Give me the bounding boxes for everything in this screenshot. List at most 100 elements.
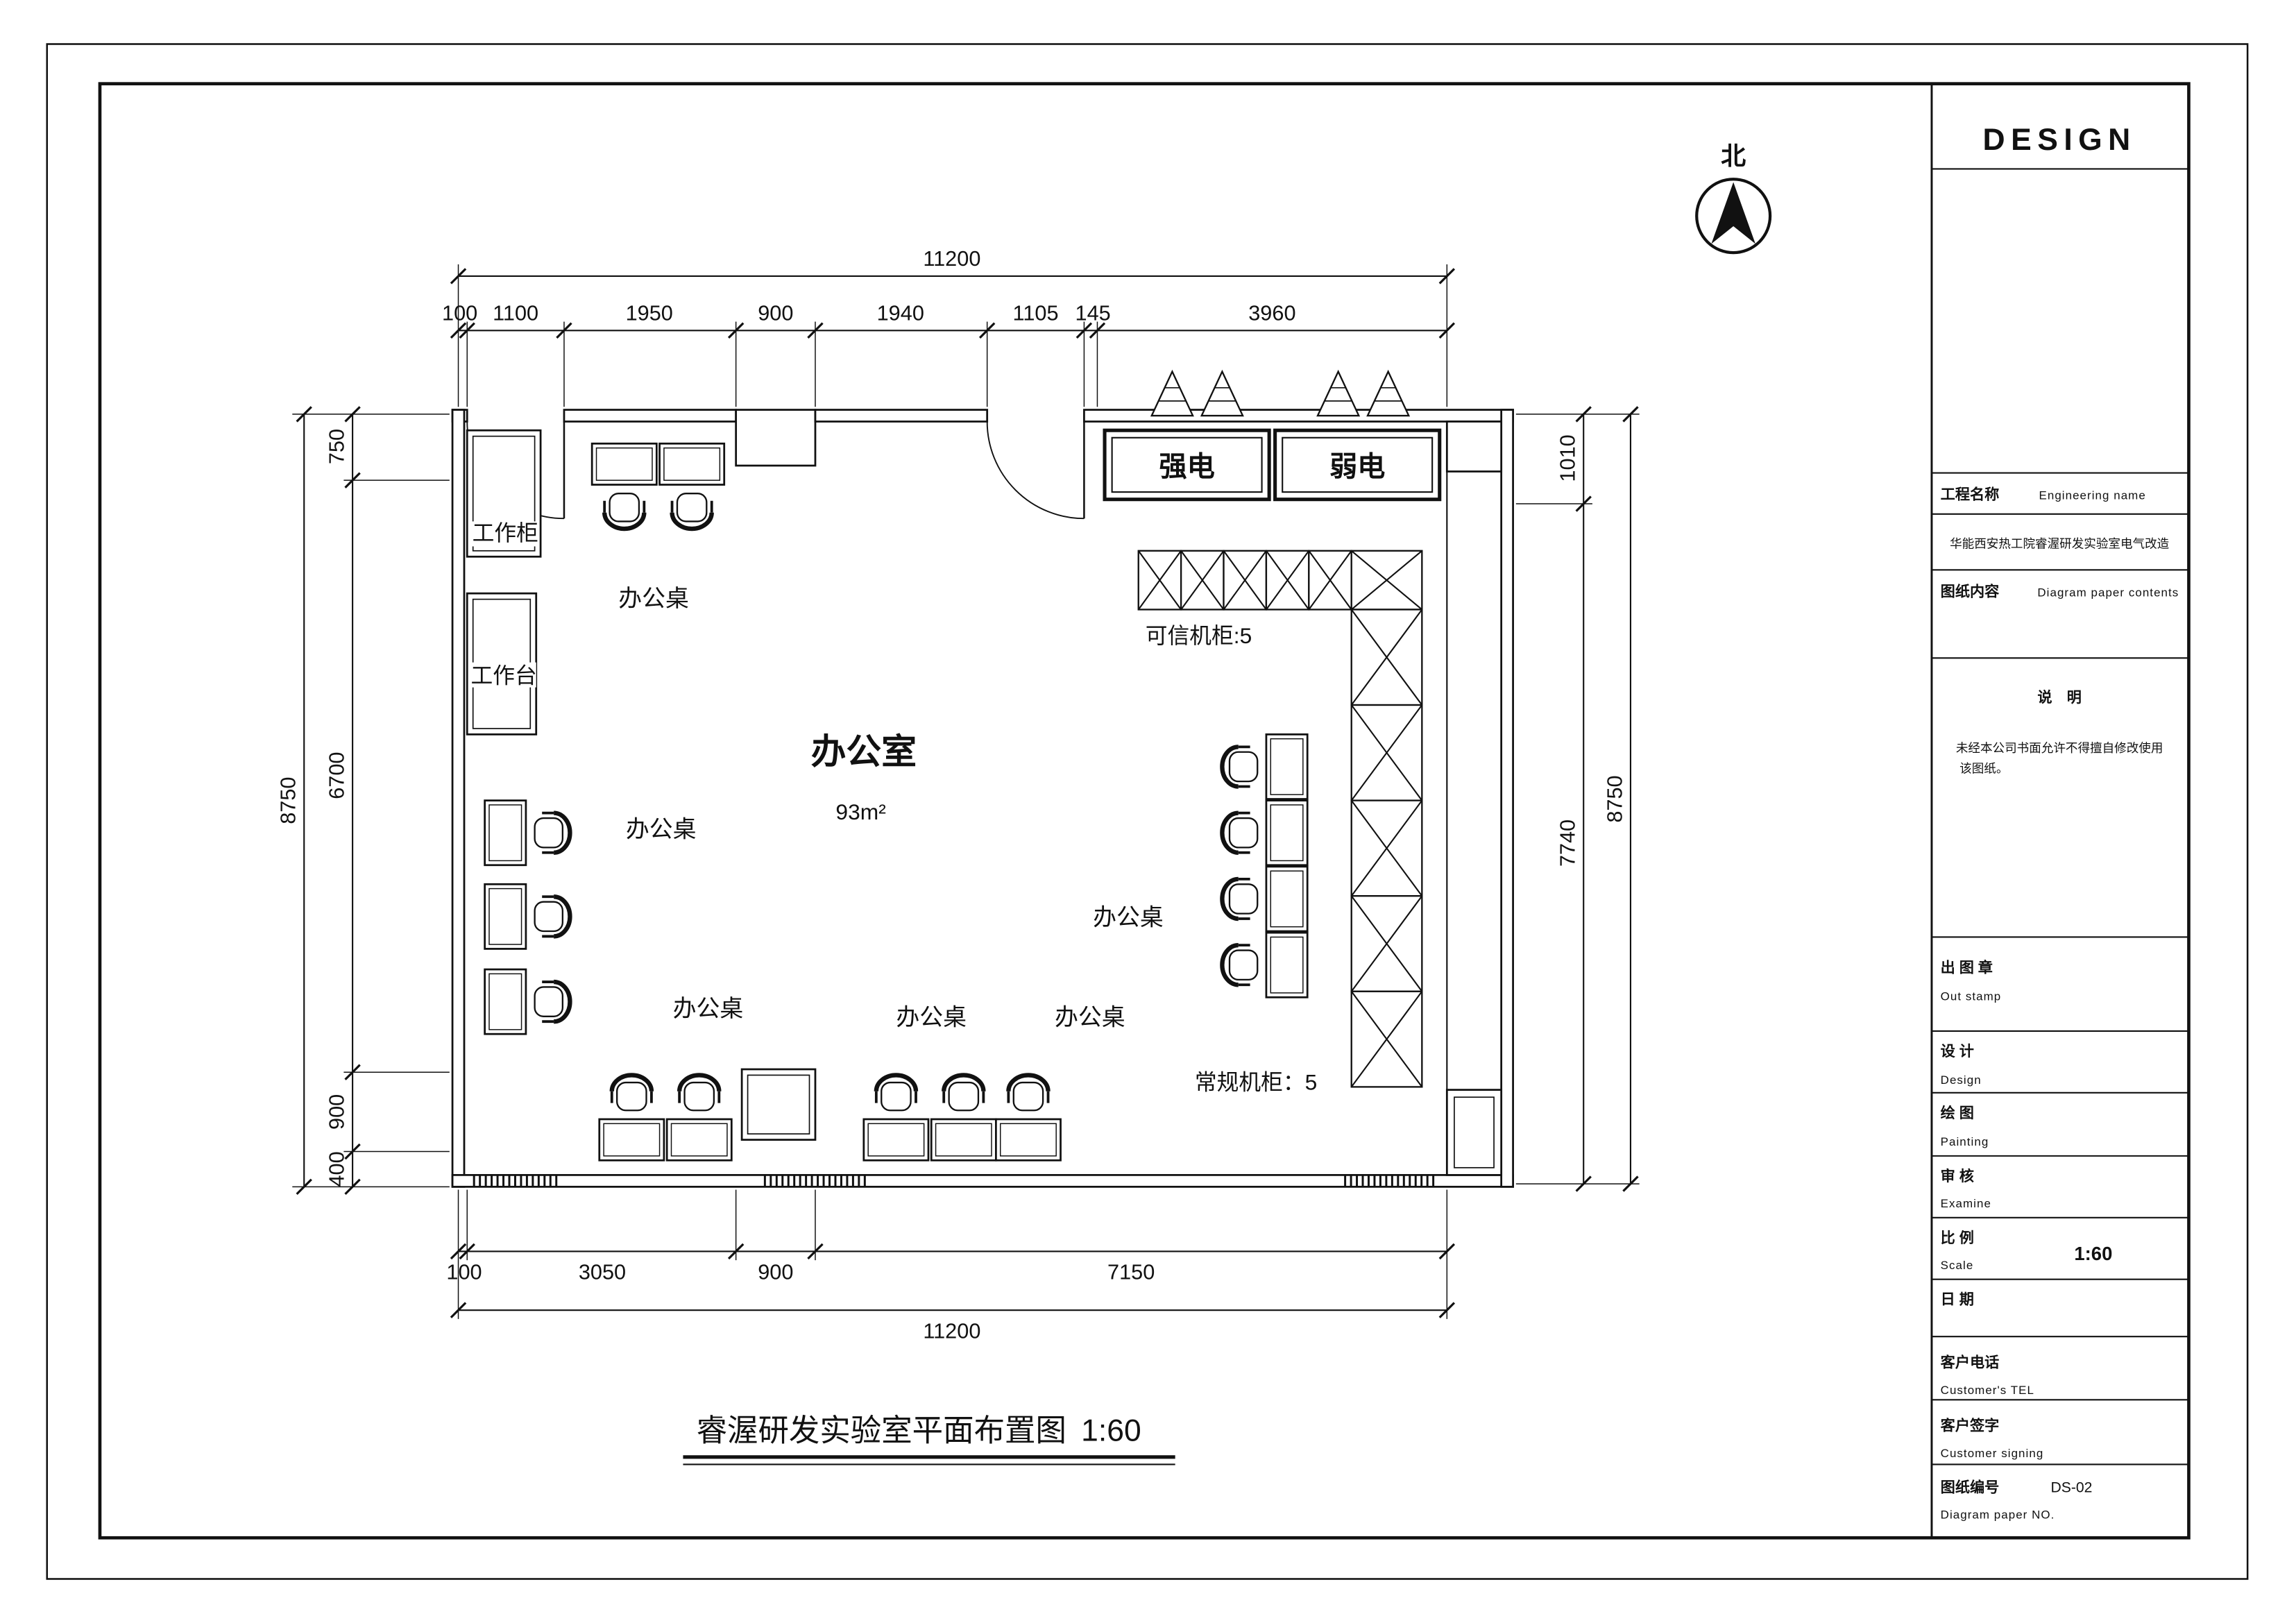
dimension-right: 1010 7740 8750 bbox=[1515, 405, 1640, 1193]
desk-chair bbox=[592, 443, 656, 529]
dim-top-seg: 1950 bbox=[626, 300, 673, 325]
dim-left-seg: 750 bbox=[324, 429, 348, 464]
desk-chair bbox=[996, 1075, 1060, 1160]
desk-label: 办公桌 bbox=[896, 1004, 967, 1030]
desk-chair bbox=[660, 443, 724, 529]
desk-chair bbox=[1222, 867, 1307, 931]
tb-scale-value: 1:60 bbox=[2074, 1243, 2112, 1264]
tb-tel-label: 客户电话 bbox=[1941, 1354, 2000, 1371]
dim-top-seg: 1105 bbox=[1013, 300, 1059, 325]
desk-chair bbox=[931, 1075, 996, 1160]
tb-stamp-label: 出 图 章 bbox=[1941, 958, 1993, 976]
tb-notes-header: 说 明 bbox=[2037, 688, 2081, 706]
regular-cabinet-column bbox=[1350, 609, 1423, 1088]
desk-chair bbox=[485, 801, 570, 865]
north-label: 北 bbox=[1721, 142, 1746, 170]
dim-top-seg: 1940 bbox=[877, 300, 924, 325]
dim-top-total: 11200 bbox=[923, 246, 980, 271]
desk-label: 办公桌 bbox=[1093, 905, 1164, 931]
dim-left-seg: 6700 bbox=[324, 752, 348, 799]
dim-top-seg: 100 bbox=[442, 300, 477, 325]
desk-chair bbox=[1222, 734, 1307, 799]
title-block: DESIGN 工程名称 Engineering name 华能西安热工院睿渥研发… bbox=[1931, 123, 2189, 1522]
tb-scale-en: Scale bbox=[1941, 1259, 1974, 1272]
dim-bottom-seg: 900 bbox=[758, 1260, 793, 1284]
work-bench-label: 工作台 bbox=[471, 663, 537, 688]
double-door-symbol bbox=[1150, 369, 1411, 417]
tb-tel-en: Customer's TEL bbox=[1941, 1384, 2034, 1397]
dimension-left: 8750 750 6700 900 400 bbox=[276, 405, 450, 1196]
north-needle-icon bbox=[1711, 182, 1755, 244]
tb-note-line1: 未经本公司书面允许不得擅自修改使用 bbox=[1956, 741, 2163, 755]
tb-number-value: DS-02 bbox=[2050, 1480, 2092, 1496]
desk-chair bbox=[485, 969, 570, 1034]
dimension-top: 11200 100 1100 1950 900 1940 1105 145 39… bbox=[442, 246, 1456, 407]
desk-label: 办公桌 bbox=[1055, 1004, 1125, 1030]
strong-power-box bbox=[1103, 428, 1271, 502]
desk-chair bbox=[1222, 801, 1307, 865]
sheet-title: 睿渥研发实验室平面布置图 1:60 bbox=[683, 1414, 1175, 1465]
dim-top-seg: 1100 bbox=[493, 300, 538, 325]
desk-chair bbox=[864, 1075, 928, 1160]
tb-examine-label: 审 核 bbox=[1941, 1167, 1974, 1184]
tb-scale-label: 比 例 bbox=[1941, 1230, 1974, 1246]
desk-chair bbox=[599, 1075, 664, 1160]
dim-bottom-seg: 3050 bbox=[579, 1260, 626, 1284]
north-arrow: 北 bbox=[1695, 142, 1772, 255]
tb-design-en: Design bbox=[1941, 1073, 1982, 1087]
desk-chair bbox=[485, 884, 570, 949]
pedestal bbox=[740, 1068, 817, 1141]
strong-power-label: 强电 bbox=[1159, 451, 1214, 482]
tb-painting-label: 绘 图 bbox=[1941, 1104, 1974, 1121]
trusted-cabinet-label: 可信机柜:5 bbox=[1146, 623, 1252, 648]
tb-design-header: DESIGN bbox=[1983, 123, 2136, 157]
dim-left-seg: 400 bbox=[324, 1151, 348, 1187]
sheet-frames bbox=[46, 43, 2249, 1580]
dim-bottom-seg: 7150 bbox=[1107, 1260, 1155, 1284]
tb-sign-en: Customer signing bbox=[1941, 1447, 2044, 1460]
tb-content-en: Diagram paper contents bbox=[2037, 586, 2179, 599]
dim-right-seg: 7740 bbox=[1556, 819, 1580, 867]
dim-left-total: 8750 bbox=[276, 776, 300, 824]
desk-label: 办公桌 bbox=[626, 817, 697, 843]
electrical-equipment: 强电 弱电 bbox=[1103, 369, 1442, 1088]
weak-power-box bbox=[1273, 428, 1442, 502]
tb-note-line2: 该图纸。 bbox=[1959, 761, 2008, 775]
trusted-cabinet-row bbox=[1137, 550, 1423, 611]
weak-power-label: 弱电 bbox=[1329, 451, 1385, 482]
dim-left-seg: 900 bbox=[324, 1094, 348, 1130]
tb-sign-label: 客户签字 bbox=[1941, 1417, 2000, 1434]
dim-bottom-seg: 100 bbox=[446, 1260, 482, 1284]
dim-bottom-total: 11200 bbox=[923, 1318, 980, 1343]
north-circle bbox=[1695, 178, 1772, 255]
room-area: 93m² bbox=[835, 799, 885, 824]
furniture bbox=[466, 429, 1307, 1160]
desk-chair bbox=[1222, 933, 1307, 997]
sheet-title-text: 睿渥研发实验室平面布置图 bbox=[697, 1414, 1066, 1448]
tb-project-name: 华能西安热工院睿渥研发实验室电气改造 bbox=[1950, 537, 2170, 551]
tb-engineering-name-en: Engineering name bbox=[2039, 489, 2146, 502]
tb-number-en: Diagram paper NO. bbox=[1941, 1509, 2055, 1522]
door-swing bbox=[986, 421, 1085, 520]
tb-examine-en: Examine bbox=[1941, 1197, 1991, 1210]
dim-top-seg: 900 bbox=[758, 300, 793, 325]
tb-date-label: 日 期 bbox=[1941, 1291, 1974, 1308]
desk-chair bbox=[667, 1075, 731, 1160]
desk-label: 办公桌 bbox=[673, 996, 744, 1022]
desk-label: 办公桌 bbox=[618, 586, 689, 612]
work-cabinet-label: 工作柜 bbox=[473, 520, 538, 545]
dim-right-seg: 1010 bbox=[1556, 434, 1580, 482]
sheet-scale-text: 1:60 bbox=[1081, 1414, 1141, 1448]
tb-stamp-en: Out stamp bbox=[1941, 990, 2002, 1003]
dimension-bottom: 100 3050 900 7150 11200 bbox=[446, 1189, 1456, 1343]
tb-design-label: 设 计 bbox=[1941, 1043, 1974, 1060]
tb-engineering-name-label: 工程名称 bbox=[1941, 486, 2000, 503]
room-label: 办公室 bbox=[811, 732, 917, 772]
plan-labels: 工作柜 工作台 办公桌 办公桌 办公桌 办公桌 办公桌 办公桌 可信机柜:5 常… bbox=[471, 520, 1318, 1095]
tb-number-label: 图纸编号 bbox=[1941, 1479, 2000, 1496]
dim-top-seg: 145 bbox=[1075, 300, 1111, 325]
walls bbox=[451, 409, 1514, 1188]
dim-top-seg: 3960 bbox=[1248, 300, 1295, 325]
